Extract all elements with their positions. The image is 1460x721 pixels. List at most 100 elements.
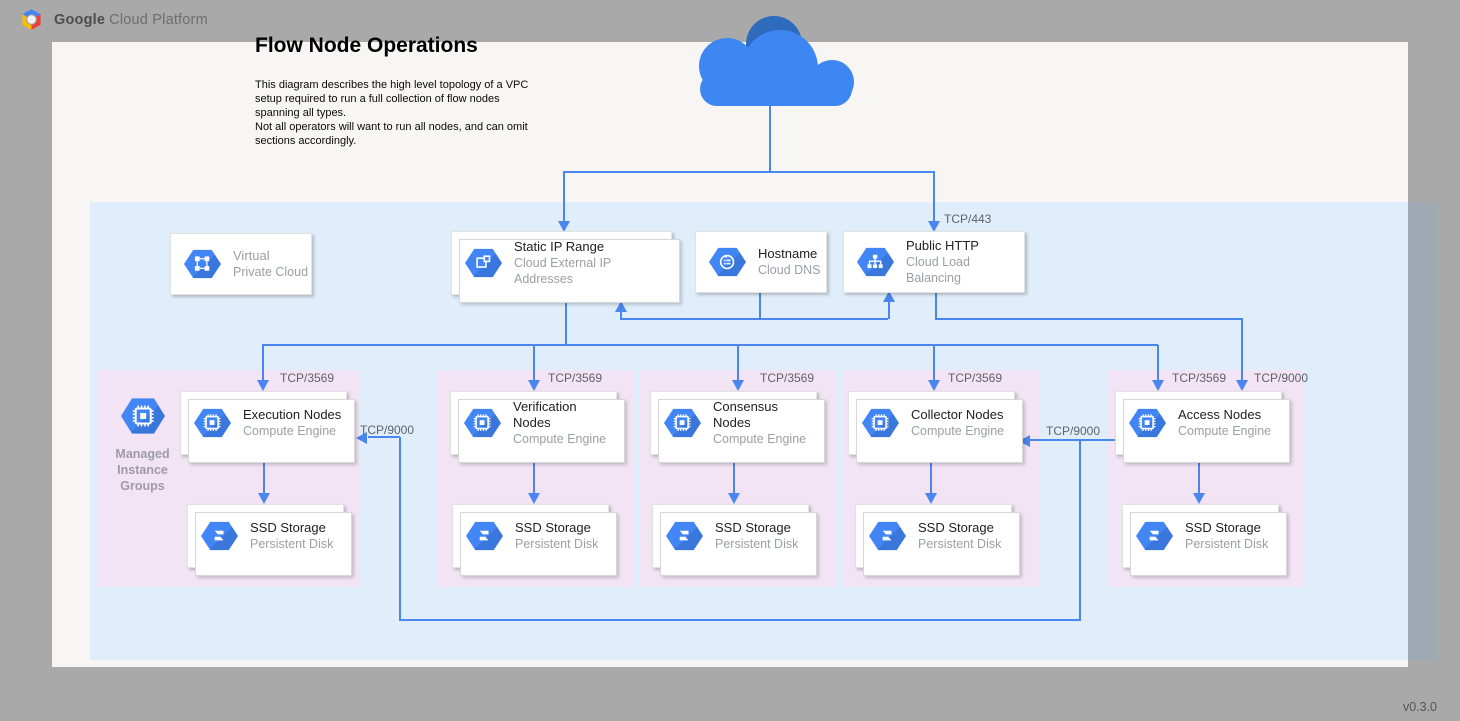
arrowhead-up (615, 301, 627, 312)
compute-engine-icon (664, 408, 701, 438)
card-title: Execution Nodes (243, 407, 342, 422)
flow-line (769, 106, 771, 171)
managed-instance-groups-label: Managed Instance Groups (115, 447, 170, 493)
vpc-zone-overflow (1408, 202, 1437, 660)
flow-line (1079, 440, 1081, 620)
port-label: TCP/3569 (1172, 371, 1227, 385)
flow-line (935, 291, 937, 318)
card-title: SSD Storage (715, 520, 791, 535)
card-title: Static IP Range (514, 239, 605, 254)
card-title: SSD Storage (250, 520, 326, 535)
version-label: v0.3.0 (1402, 700, 1437, 714)
arrowhead-left (356, 432, 367, 444)
card-subtitle: Persistent Disk (515, 537, 599, 551)
flow-line (1241, 318, 1243, 381)
arrowhead-up (883, 291, 895, 302)
card-subtitle: Compute Engine (1178, 424, 1272, 438)
card-subtitle: Compute Engine (243, 424, 337, 438)
port-label: TCP/9000 (360, 423, 415, 437)
flow-line (399, 619, 1081, 621)
port-label: TCP/9000 (1046, 424, 1101, 438)
arrowhead-down (728, 493, 740, 504)
flow-line (262, 344, 1158, 346)
external-ip-icon (465, 248, 502, 278)
persistent-disk-icon (666, 521, 703, 551)
load-balancer-icon (857, 247, 894, 277)
flow-line (563, 171, 565, 222)
flow-line (533, 453, 535, 493)
flow-line (262, 345, 264, 381)
arrowhead-down (257, 380, 269, 391)
arrowhead-down (928, 380, 940, 391)
arrowhead-down (258, 493, 270, 504)
port-label: TCP/443 (944, 212, 992, 226)
flow-line (930, 453, 932, 493)
card-subtitle: Compute Engine (713, 432, 807, 446)
page-title: Flow Node Operations (255, 34, 478, 57)
arrowhead-down (925, 493, 937, 504)
flow-line (399, 437, 401, 620)
flow-line (263, 453, 265, 493)
flow-line (759, 291, 761, 319)
arrowhead-down (732, 380, 744, 391)
flow-line (733, 453, 735, 493)
arrowhead-down (1152, 380, 1164, 391)
card-subtitle: Cloud Load Balancing (906, 255, 970, 285)
card-title: Verification Nodes (513, 399, 577, 430)
card-title: SSD Storage (1185, 520, 1261, 535)
persistent-disk-icon (201, 521, 238, 551)
card-title: Access Nodes (1178, 407, 1262, 422)
card-subtitle: Compute Engine (911, 424, 1005, 438)
cloud-dns-icon (709, 247, 746, 277)
public-http-card: Public HTTP Cloud Load Balancing (843, 231, 1025, 293)
card-title: SSD Storage (918, 520, 994, 535)
persistent-disk-icon (1136, 521, 1173, 551)
flow-line (737, 345, 739, 381)
arrowhead-down (528, 493, 540, 504)
card-subtitle: Compute Engine (513, 432, 607, 446)
brand-cloud-platform: Cloud Platform (109, 11, 208, 28)
flow-line (565, 301, 567, 345)
compute-engine-icon (464, 408, 501, 438)
flow-line (1198, 453, 1200, 493)
persistent-disk-icon (869, 521, 906, 551)
card-subtitle: Cloud External IP Addresses (514, 256, 612, 286)
card-title: Public HTTP (906, 238, 979, 253)
card-text: Public HTTP Cloud Load Balancing (906, 238, 1024, 286)
persistent-disk-icon (466, 521, 503, 551)
arrowhead-down (528, 380, 540, 391)
flow-line (935, 318, 1243, 320)
card-title: Virtual (233, 248, 270, 263)
flow-line (1030, 439, 1115, 441)
flow-line (933, 345, 935, 381)
card-subtitle: Cloud DNS (758, 263, 821, 277)
flow-line (1157, 345, 1159, 381)
arrowhead-down (1236, 380, 1248, 391)
card-subtitle: Persistent Disk (715, 537, 799, 551)
port-label: TCP/3569 (280, 371, 335, 385)
flow-line (620, 318, 888, 320)
flow-line (933, 171, 935, 222)
compute-engine-icon (862, 408, 899, 438)
compute-engine-icon (1129, 408, 1166, 438)
flow-line (888, 302, 890, 319)
